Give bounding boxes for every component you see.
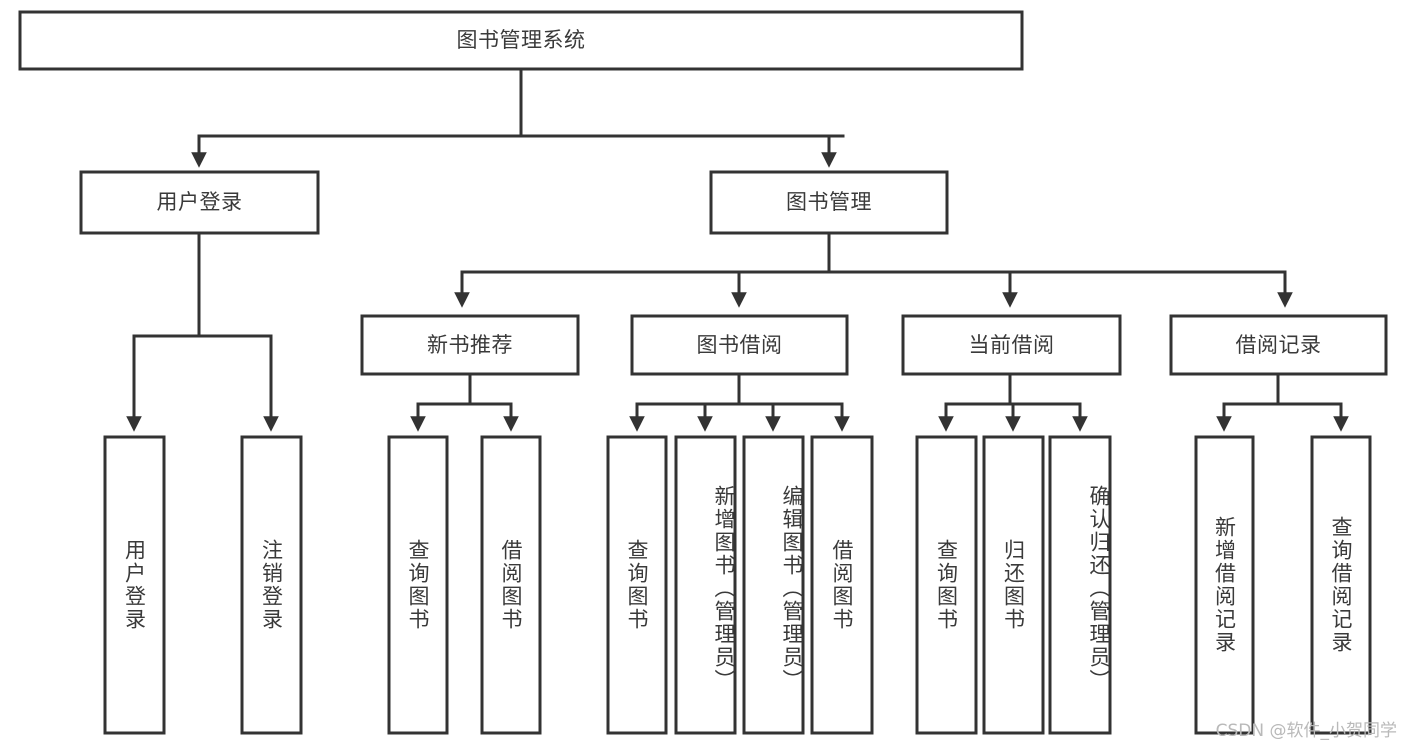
connector-currentborrow-to-leaves <box>938 372 1088 432</box>
connector-userlogin-to-leaves <box>126 231 279 432</box>
node-box-leaf-edit-book-admin[interactable] <box>742 435 805 735</box>
connector-root-to-level2 <box>191 67 845 168</box>
connector-bookborrow-to-leaves <box>629 372 850 432</box>
node-box-book-manage[interactable] <box>709 170 949 235</box>
node-box-leaf-query-book-rec[interactable] <box>387 435 449 735</box>
connector-newbookrec-to-leaves <box>410 372 519 432</box>
node-box-borrow-record[interactable] <box>1169 314 1388 376</box>
node-box-leaf-user-login[interactable] <box>103 435 166 735</box>
node-box-leaf-borrow-book-rec[interactable] <box>480 435 542 735</box>
node-box-leaf-logout-login[interactable] <box>240 435 303 735</box>
node-box-leaf-borrow-book[interactable] <box>810 435 874 735</box>
node-box-leaf-return-book[interactable] <box>982 435 1045 735</box>
node-box-new-book-rec[interactable] <box>360 314 580 376</box>
node-box-book-borrow[interactable] <box>630 314 849 376</box>
connector-borrowrecord-to-leaves <box>1216 372 1349 432</box>
connector-bookmanage-to-level3 <box>454 231 1293 308</box>
node-box-user-login[interactable] <box>79 170 320 235</box>
node-box-leaf-add-borrow-record[interactable] <box>1194 435 1255 735</box>
node-box-leaf-query-book-borrow[interactable] <box>606 435 668 735</box>
node-box-leaf-query-book-current[interactable] <box>915 435 978 735</box>
watermark-text: CSDN @软件_小贺同学 <box>1215 721 1397 741</box>
node-box-current-borrow[interactable] <box>901 314 1122 376</box>
node-box-leaf-confirm-return-admin[interactable] <box>1048 435 1112 735</box>
node-box-leaf-query-borrow-record[interactable] <box>1310 435 1372 735</box>
node-box-leaf-add-book-admin[interactable] <box>674 435 737 735</box>
node-box-root[interactable] <box>18 10 1024 71</box>
